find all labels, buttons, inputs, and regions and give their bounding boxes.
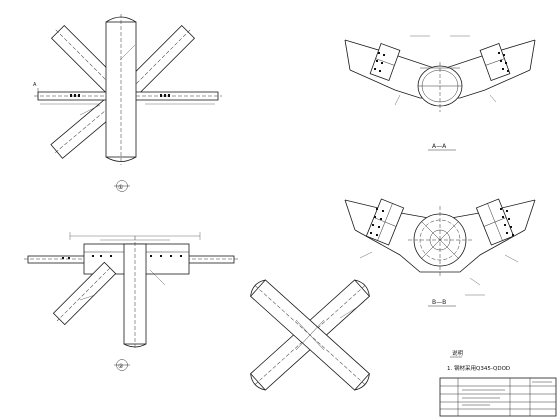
- view-1-marker: ①: [118, 184, 123, 191]
- section-a-mark: A: [33, 82, 37, 88]
- view-1-node: A ①: [33, 14, 222, 192]
- view-3-node: [250, 279, 370, 391]
- section-a-a: A—A: [344, 35, 536, 151]
- section-b-b: B—B: [344, 198, 536, 307]
- notes-line-1: 1. 钢材采用Q345-QDOD: [447, 364, 510, 372]
- view-2-marker: ②: [118, 363, 124, 370]
- section-b-label: B—B: [432, 299, 446, 306]
- title-block: [439, 377, 557, 417]
- notes-block: 说明 1. 钢材采用Q345-QDOD: [447, 349, 510, 372]
- view-2-node: ②: [24, 232, 238, 371]
- notes-heading: 说明: [452, 349, 464, 357]
- section-a-label: A—A: [432, 143, 447, 150]
